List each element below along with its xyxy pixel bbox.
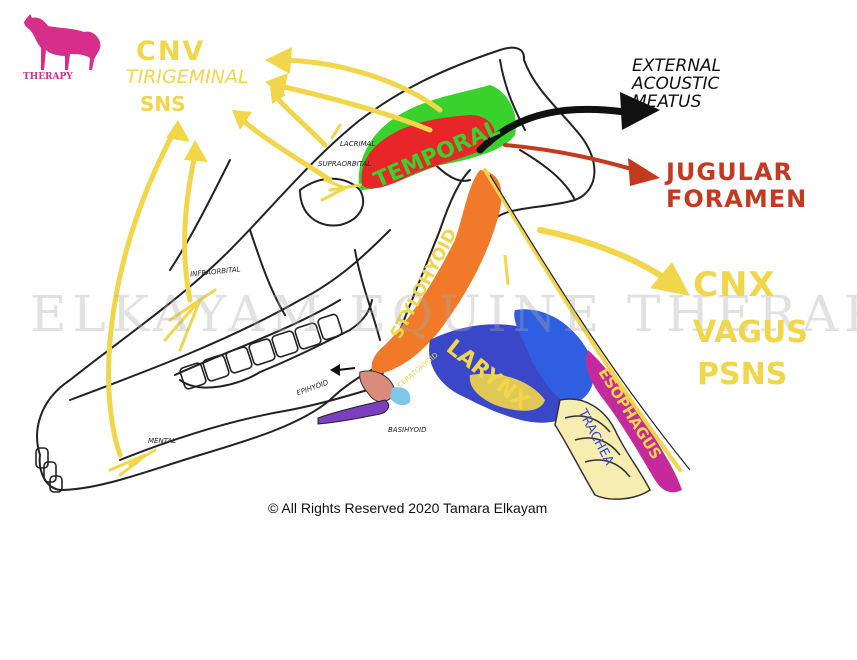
epihyoid-pointer [337, 367, 356, 371]
mental-label: MENTAL [148, 437, 177, 445]
ext-line-1: EXTERNAL [632, 56, 722, 76]
vagus-nerve [483, 168, 682, 472]
jug-line-1: JUGULAR [666, 158, 793, 186]
cnx-arrowhead [650, 262, 690, 296]
watermark-text: ELKAYAM EQUINE THERAPY [30, 285, 857, 343]
lacrimal-label: LACRIMAL [340, 140, 376, 148]
psns-label: PSNS [697, 357, 788, 392]
cnx-arrow [537, 227, 673, 285]
jugular-arrowhead [628, 158, 660, 186]
supraorbital-label: SUPRAORBITAL [318, 160, 372, 168]
epihyoid-pointer-head [330, 364, 340, 376]
sns-label: SNS [140, 92, 186, 116]
cnx-label: CNX [693, 265, 776, 305]
stylohyoid-bone [371, 170, 502, 375]
ceratohyoid-bone [359, 370, 396, 403]
jugular-foramen-label: JUGULAR FORAMEN [666, 159, 807, 213]
vagus-outline [489, 174, 691, 471]
basihyoid-label: BASIHYOID [388, 426, 427, 434]
trachea [554, 398, 651, 500]
cnv-arrowheads [166, 47, 292, 162]
logo-text: THERAPY [23, 72, 73, 82]
external-acoustic-meatus-label: EXTERNAL ACOUSTIC MEATUS [632, 56, 722, 112]
horse-silhouette-icon [24, 14, 101, 70]
trigeminal-label: TIRIGEMINAL [126, 66, 249, 88]
meatus-arrow [476, 105, 629, 154]
ext-line-2: ACOUSTIC [632, 73, 720, 94]
jugular-arrow [503, 143, 637, 172]
lingual-process [317, 399, 390, 425]
cnv-label: CNV [136, 36, 206, 67]
copyright-notice: © All Rights Reserved 2020 Tamara Elkaya… [268, 500, 548, 516]
meatus-arrowhead [620, 92, 660, 130]
jug-line-2: FORAMEN [666, 184, 808, 213]
nerve-branches [108, 123, 362, 477]
small-nerve-branch [503, 254, 510, 286]
vagus-label: VAGUS [693, 315, 808, 350]
temporal-red-region [361, 115, 495, 189]
teeth [35, 313, 343, 493]
esophagus [585, 350, 682, 493]
thyroid-cartilage [469, 373, 545, 411]
basihyoid-junction [390, 387, 411, 406]
epiglottis-region [514, 309, 594, 405]
ext-line-3: MEATUS [632, 91, 702, 112]
